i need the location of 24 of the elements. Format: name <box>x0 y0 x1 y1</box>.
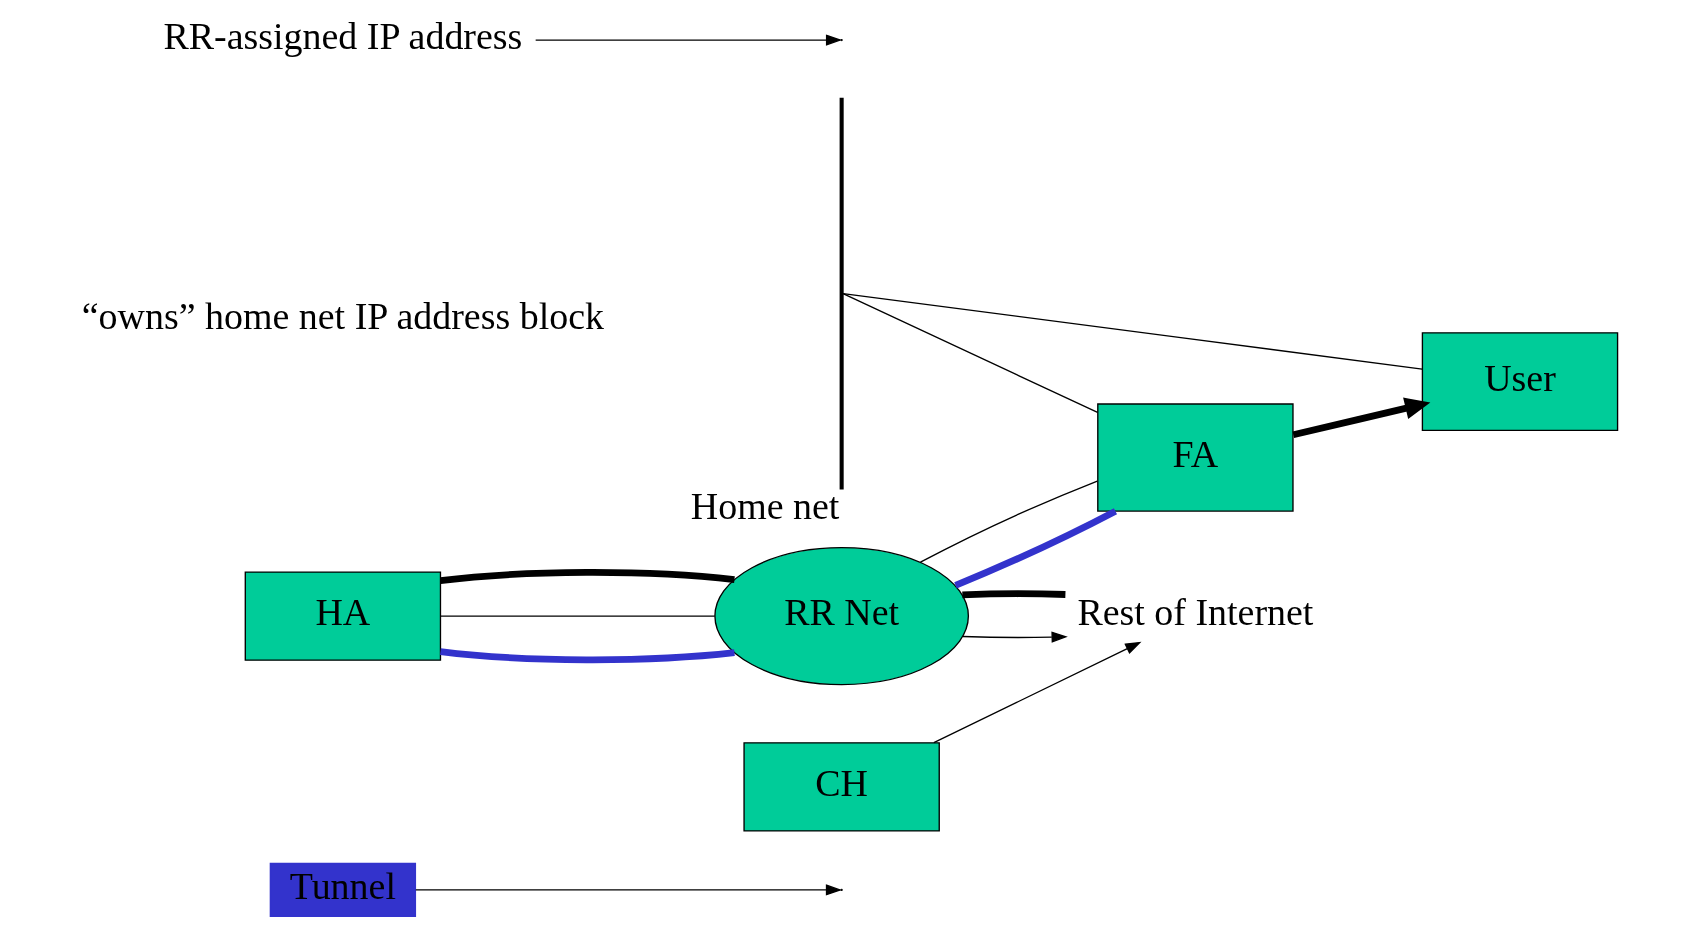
node-bar <box>839 97 844 490</box>
node-box: User <box>1421 332 1619 432</box>
connector <box>962 590 1066 599</box>
node-box: FA <box>1097 403 1294 512</box>
connector <box>842 292 1423 370</box>
connector <box>439 615 716 617</box>
node-text: Rest of Internet <box>1077 591 1314 634</box>
node-text: “owns” home net IP address block <box>81 294 604 337</box>
node-box: CH <box>743 742 940 832</box>
connector <box>440 648 735 664</box>
node-ellipse: RR Net <box>714 547 970 686</box>
node-box: HA <box>244 571 442 661</box>
node-label: Home net <box>690 485 840 528</box>
arrow <box>415 884 843 896</box>
node-box: Tunnel <box>269 862 417 917</box>
connector <box>440 569 735 585</box>
connector <box>842 292 1099 414</box>
connector <box>954 508 1117 589</box>
arrow <box>535 34 843 46</box>
connector <box>919 480 1098 563</box>
node-text: RR-assigned IP address <box>163 15 523 58</box>
arrow <box>933 641 1142 744</box>
arrow <box>1292 397 1431 439</box>
arrow <box>962 631 1068 643</box>
